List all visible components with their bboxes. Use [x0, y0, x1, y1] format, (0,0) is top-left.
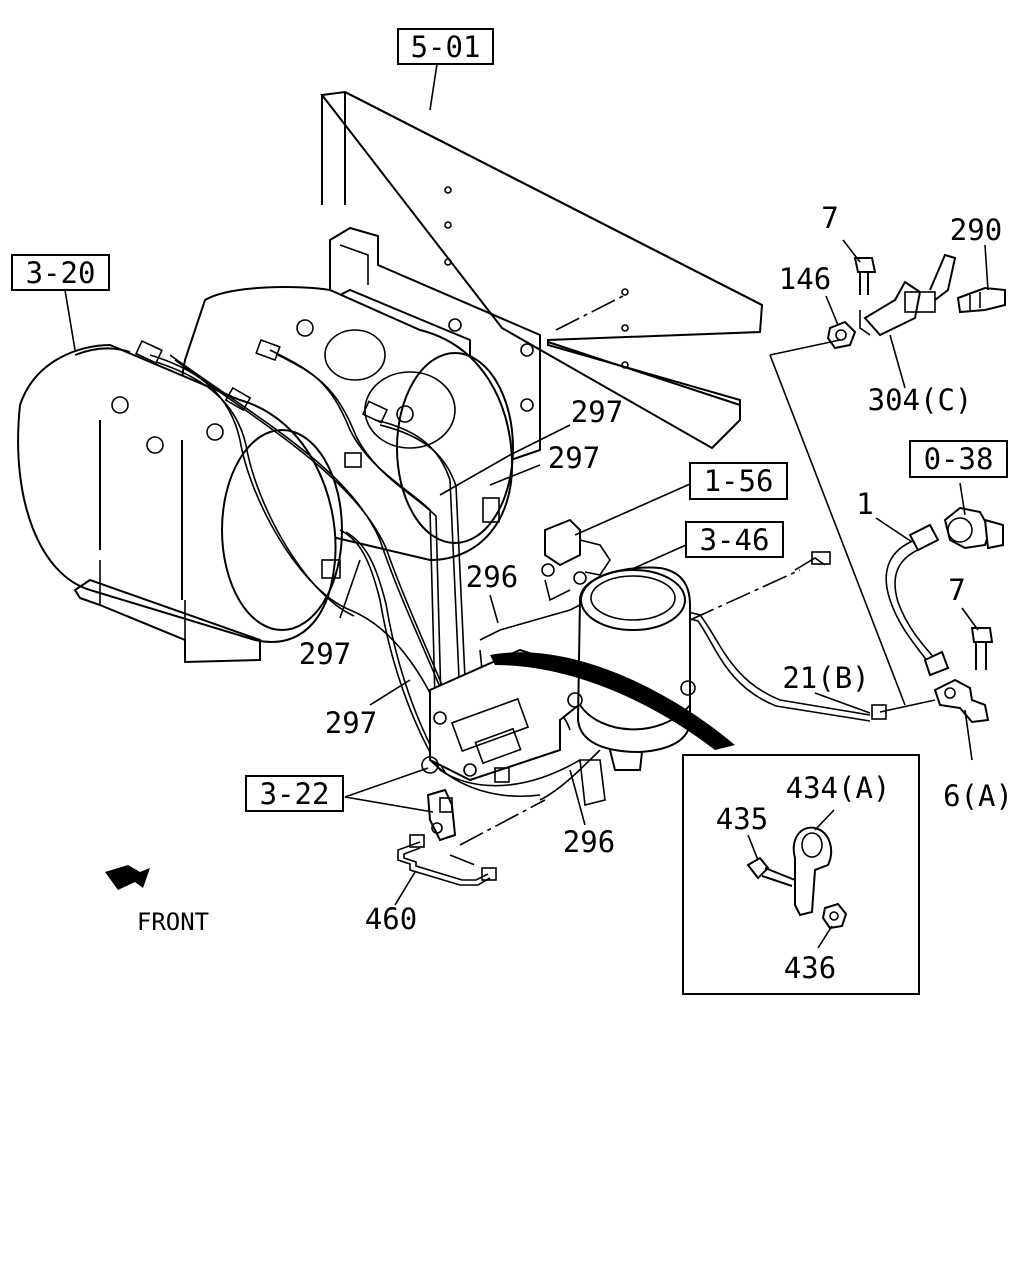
label-435: 435	[716, 802, 768, 836]
label-290: 290	[950, 213, 1002, 247]
clip-434a	[792, 826, 833, 917]
svg-text:3-20: 3-20	[26, 256, 96, 290]
label-297-1: 297	[571, 395, 623, 429]
label-1: 1	[856, 487, 873, 521]
label-7-lower: 7	[948, 573, 965, 607]
label-297-4: 297	[325, 706, 377, 740]
hose-1	[885, 523, 950, 677]
leader-lines	[64, 63, 989, 949]
ref-box-3-22: 3-22	[245, 775, 344, 812]
air-pipe-network	[135, 338, 871, 801]
front-label: FRONT	[137, 908, 209, 936]
svg-text:3-22: 3-22	[260, 777, 330, 811]
label-304c: 304(C)	[868, 383, 973, 417]
svg-text:3-46: 3-46	[700, 523, 770, 557]
label-6a: 6(A)	[943, 779, 1013, 813]
air-hose-highlight	[490, 652, 735, 750]
fitting-0-38	[943, 506, 1004, 550]
label-146: 146	[779, 262, 831, 296]
nut-436	[821, 902, 848, 930]
label-21b: 21(B)	[782, 661, 869, 695]
solenoid-valve	[541, 518, 611, 602]
elbow-6a	[933, 678, 990, 724]
svg-text:5-01: 5-01	[411, 30, 481, 64]
ref-box-1-56: 1-56	[689, 462, 788, 500]
pipe-460	[397, 799, 546, 886]
tank-cradle	[73, 560, 261, 664]
ref-box-0-38: 0-38	[909, 440, 1008, 478]
pipe-21b-nut	[871, 704, 887, 720]
label-296-2: 296	[563, 825, 615, 859]
ref-box-3-46: 3-46	[685, 521, 784, 558]
leader-bracket-line-2	[769, 354, 906, 706]
frame-rail	[320, 90, 764, 450]
bracket-304c	[859, 253, 957, 337]
detail-panel	[682, 754, 920, 995]
fitting-3-22	[426, 788, 457, 842]
label-297-3: 297	[299, 637, 351, 671]
front-air-tank	[17, 319, 414, 643]
bolt-7-upper	[853, 257, 877, 295]
ref-box-5-01: 5-01	[397, 28, 494, 65]
label-297-2: 297	[548, 441, 600, 475]
ref-box-3-20: 3-20	[11, 254, 110, 291]
label-296-1: 296	[466, 560, 518, 594]
label-436: 436	[784, 951, 836, 985]
nut-146	[826, 320, 857, 350]
label-460: 460	[365, 902, 417, 936]
bolt-435	[746, 856, 796, 887]
svg-text:1-56: 1-56	[704, 464, 774, 498]
bolt-7-lower	[970, 627, 994, 670]
leader-bracket-line	[769, 339, 841, 356]
svg-text:0-38: 0-38	[924, 442, 994, 476]
label-434a: 434(A)	[786, 771, 891, 805]
fitting-290	[956, 286, 1006, 314]
front-direction-arrow	[105, 865, 150, 890]
label-7-upper: 7	[821, 201, 838, 235]
pipe-21b-joint	[879, 699, 936, 713]
